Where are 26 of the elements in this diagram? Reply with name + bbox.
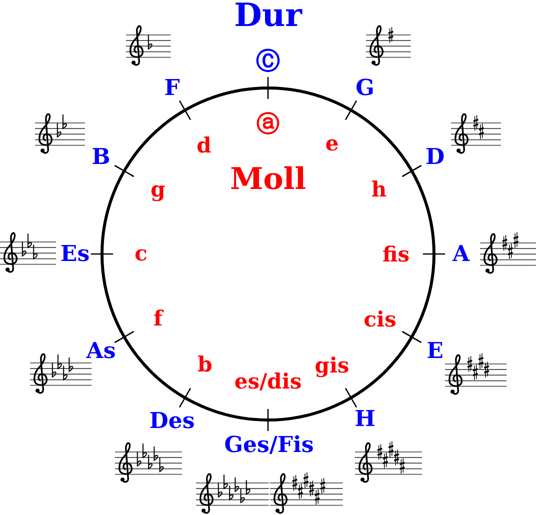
title: Dur (234, 0, 302, 31)
major-key-label: E (426, 340, 444, 362)
minor-key-label: es/dis (234, 370, 302, 392)
major-key-label: B (92, 146, 110, 168)
major-key-label: As (86, 340, 116, 362)
minor-key-label: c (134, 242, 148, 264)
minor-key-label: ⓐ (256, 112, 280, 136)
major-key-label: A (452, 243, 470, 265)
major-key-label: Ⓒ (256, 49, 280, 73)
minor-key-label: e (325, 132, 339, 154)
minor-key-label: d (196, 134, 212, 156)
major-key-label: Ges/Fis (224, 434, 314, 456)
major-key-label: Es (60, 243, 90, 265)
minor-key-label: f (153, 308, 163, 328)
major-key-label: H (354, 408, 376, 430)
major-key-label: G (356, 77, 374, 99)
major-key-label: D (425, 146, 445, 168)
major-key-label: F (164, 77, 180, 99)
minor-key-label: fis (382, 244, 410, 264)
heading: Moll (230, 165, 306, 195)
minor-key-label: b (198, 354, 212, 374)
minor-key-label: gis (314, 354, 350, 376)
minor-key-label: h (371, 178, 387, 200)
minor-key-label: g (150, 178, 166, 200)
major-key-label: Des (149, 410, 195, 432)
minor-key-label: cis (364, 308, 396, 330)
